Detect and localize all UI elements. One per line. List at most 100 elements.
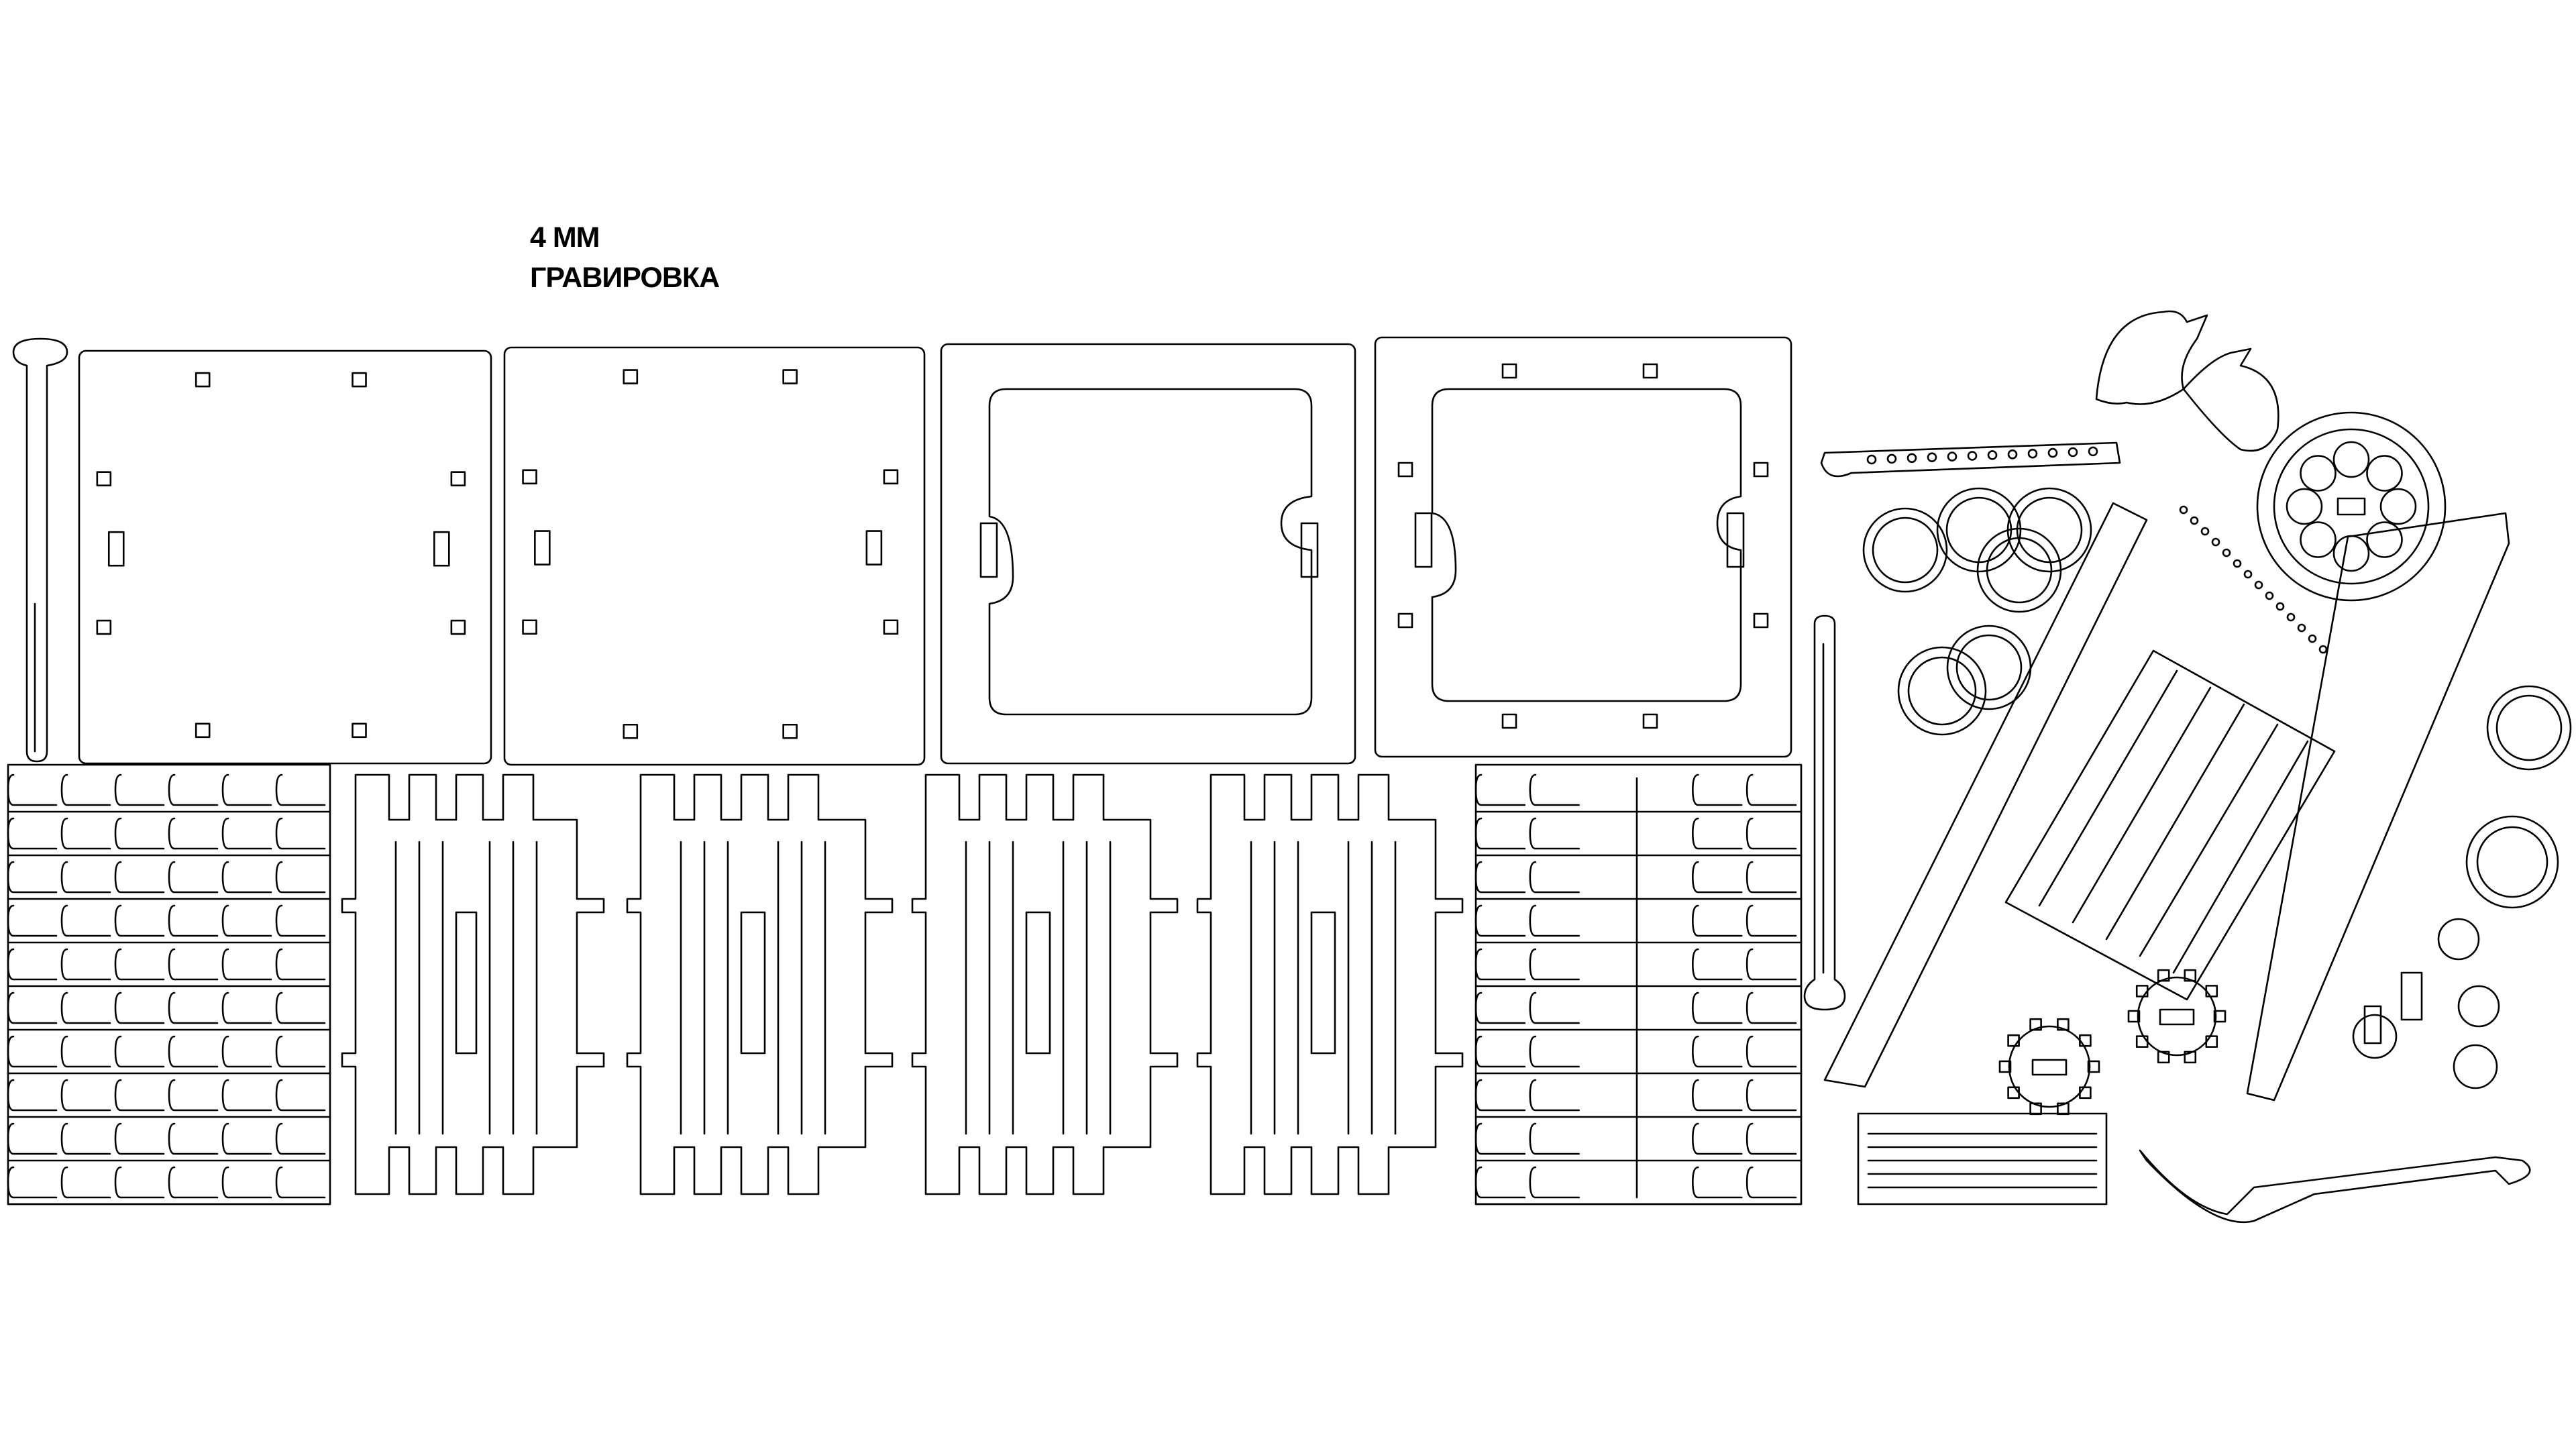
log-wall-right-log-end <box>1746 1122 1797 1155</box>
square-panel-1-square-slot <box>450 471 466 486</box>
ornament-dot <box>2243 570 2253 579</box>
log-wall-left-log-end <box>114 817 165 850</box>
sleigh-runner-left <box>1823 502 2148 1088</box>
log-wall-right-log-end <box>1474 948 1526 981</box>
log-wall-right-log-end <box>1746 817 1797 850</box>
thickness-label: 4 ММ <box>530 221 600 254</box>
log-wall-left-log-end <box>114 1079 165 1112</box>
window-frame-2-slot <box>1642 713 1658 729</box>
square-panel-2-square-slot <box>782 369 798 384</box>
spoke-hole <box>2366 455 2403 492</box>
log-wall-left-log-end <box>221 1166 272 1199</box>
spoke-hole <box>2332 441 2370 478</box>
log-wall-left-log-end <box>168 817 219 850</box>
log-wall-left-log-end <box>7 773 58 806</box>
decorative-bar <box>1820 441 2121 478</box>
log-wall-left-log-end <box>221 861 272 894</box>
log-wall-right <box>1474 763 1803 1205</box>
log-wall-left-log-end <box>168 861 219 894</box>
log-wall-left-log-end <box>60 1122 111 1155</box>
window-frame-1 <box>940 343 1356 765</box>
log-wall-right-log-end <box>1692 1122 1743 1155</box>
log-wall-left-log-end <box>168 1079 219 1112</box>
gear-tooth <box>2007 1086 2020 1099</box>
large-wheel-spokes <box>2286 441 2417 572</box>
sleigh-handle <box>2139 1149 2531 1224</box>
log-wall-right-log-end <box>1529 773 1580 806</box>
log-wall-right-log-end <box>1529 861 1580 894</box>
window-frame-2-slot <box>1753 462 1769 478</box>
log-wall-left-log-end <box>168 1166 219 1199</box>
log-wall-right-log-end <box>1529 904 1580 937</box>
log-wall-right-logs <box>1474 773 1803 1205</box>
gear-tooth <box>2157 1051 2170 1064</box>
ornament-dot <box>2068 447 2078 458</box>
log-wall-left-log-end <box>275 1035 326 1068</box>
window-frame-2-slot <box>1501 713 1517 729</box>
log-wall-right-log-end <box>1692 991 1743 1024</box>
log-wall-left-log-end <box>7 948 58 981</box>
square-panel-2-slots <box>522 369 899 739</box>
square-panel-1-square-slot <box>352 372 367 388</box>
comb-panel-2-slots <box>680 841 826 1135</box>
ornament-dot <box>2047 447 2058 458</box>
ornament-dot <box>2200 527 2210 536</box>
gear-tooth <box>2079 1086 2092 1099</box>
comb-panel-4-slots <box>1250 841 1397 1135</box>
log-wall-left-log-end <box>114 1166 165 1199</box>
window-frame-2-slot <box>1642 363 1658 379</box>
log-wall-left-log-end <box>60 948 111 981</box>
striped-block <box>1857 1112 2108 1205</box>
log-wall-left-log-end <box>221 1122 272 1155</box>
log-wall-right-log-end <box>1474 991 1526 1024</box>
decorative-bar-ornaments <box>1866 446 2328 654</box>
rod-part-right <box>1803 614 1846 1011</box>
log-wall-right-log-end <box>1746 948 1797 981</box>
comb-panel-3 <box>911 773 1179 1195</box>
horse-head-right <box>2182 347 2279 452</box>
log-wall-left-log-end <box>60 1166 111 1199</box>
log-wall-left-log-end <box>7 904 58 937</box>
log-wall-left-log-end <box>7 1166 58 1199</box>
square-panel-2-square-slot <box>883 469 899 485</box>
log-wall-right-log-end <box>1529 817 1580 850</box>
ornament-dot <box>2179 505 2188 515</box>
window-frame-2-slot <box>1397 462 1413 478</box>
log-wall-right-log-end <box>1746 991 1797 1024</box>
ornament-dot <box>1987 450 1998 460</box>
log-wall-left-logs <box>7 773 331 1205</box>
ornament-dot <box>2297 623 2306 633</box>
log-wall-left-log-end <box>275 948 326 981</box>
log-wall-left-log-end <box>221 773 272 806</box>
log-wall-left-log-end <box>168 1035 219 1068</box>
log-wall-left-log-end <box>168 904 219 937</box>
square-panel-2-square-slot <box>623 723 639 739</box>
log-wall-right-log-end <box>1529 1166 1580 1199</box>
square-panel-2-square-slot <box>782 723 798 739</box>
log-wall-left-log-end <box>114 948 165 981</box>
square-panel-1-long-slot <box>107 531 125 567</box>
gear-tooth <box>2079 1034 2092 1047</box>
rod-part-left <box>12 337 68 763</box>
log-wall-right-log-end <box>1529 1035 1580 1068</box>
ornament-dot <box>2222 548 2231 557</box>
log-wall-right-log-end <box>1529 991 1580 1024</box>
ornament-dot <box>2318 645 2328 654</box>
square-panel-1-square-slot <box>450 619 466 635</box>
log-wall-left-log-end <box>114 1122 165 1155</box>
comb-panel-2 <box>626 773 894 1195</box>
log-wall-left-log-end <box>275 1122 326 1155</box>
comb-window <box>1025 911 1051 1055</box>
gear-tooth <box>2029 1102 2042 1116</box>
log-wall-left-log-end <box>221 1035 272 1068</box>
log-wall-right-log-end <box>1474 773 1526 806</box>
square-panel-1-square-slot <box>96 619 112 635</box>
log-wall-left-log-end <box>114 861 165 894</box>
gear-tooth <box>2213 1010 2226 1023</box>
comb-panel-1 <box>341 773 605 1195</box>
log-wall-right-log-end <box>1692 948 1743 981</box>
round-parts-right <box>2352 685 2572 1089</box>
log-wall-left-log-end <box>7 861 58 894</box>
spoke-hole <box>2379 488 2417 525</box>
